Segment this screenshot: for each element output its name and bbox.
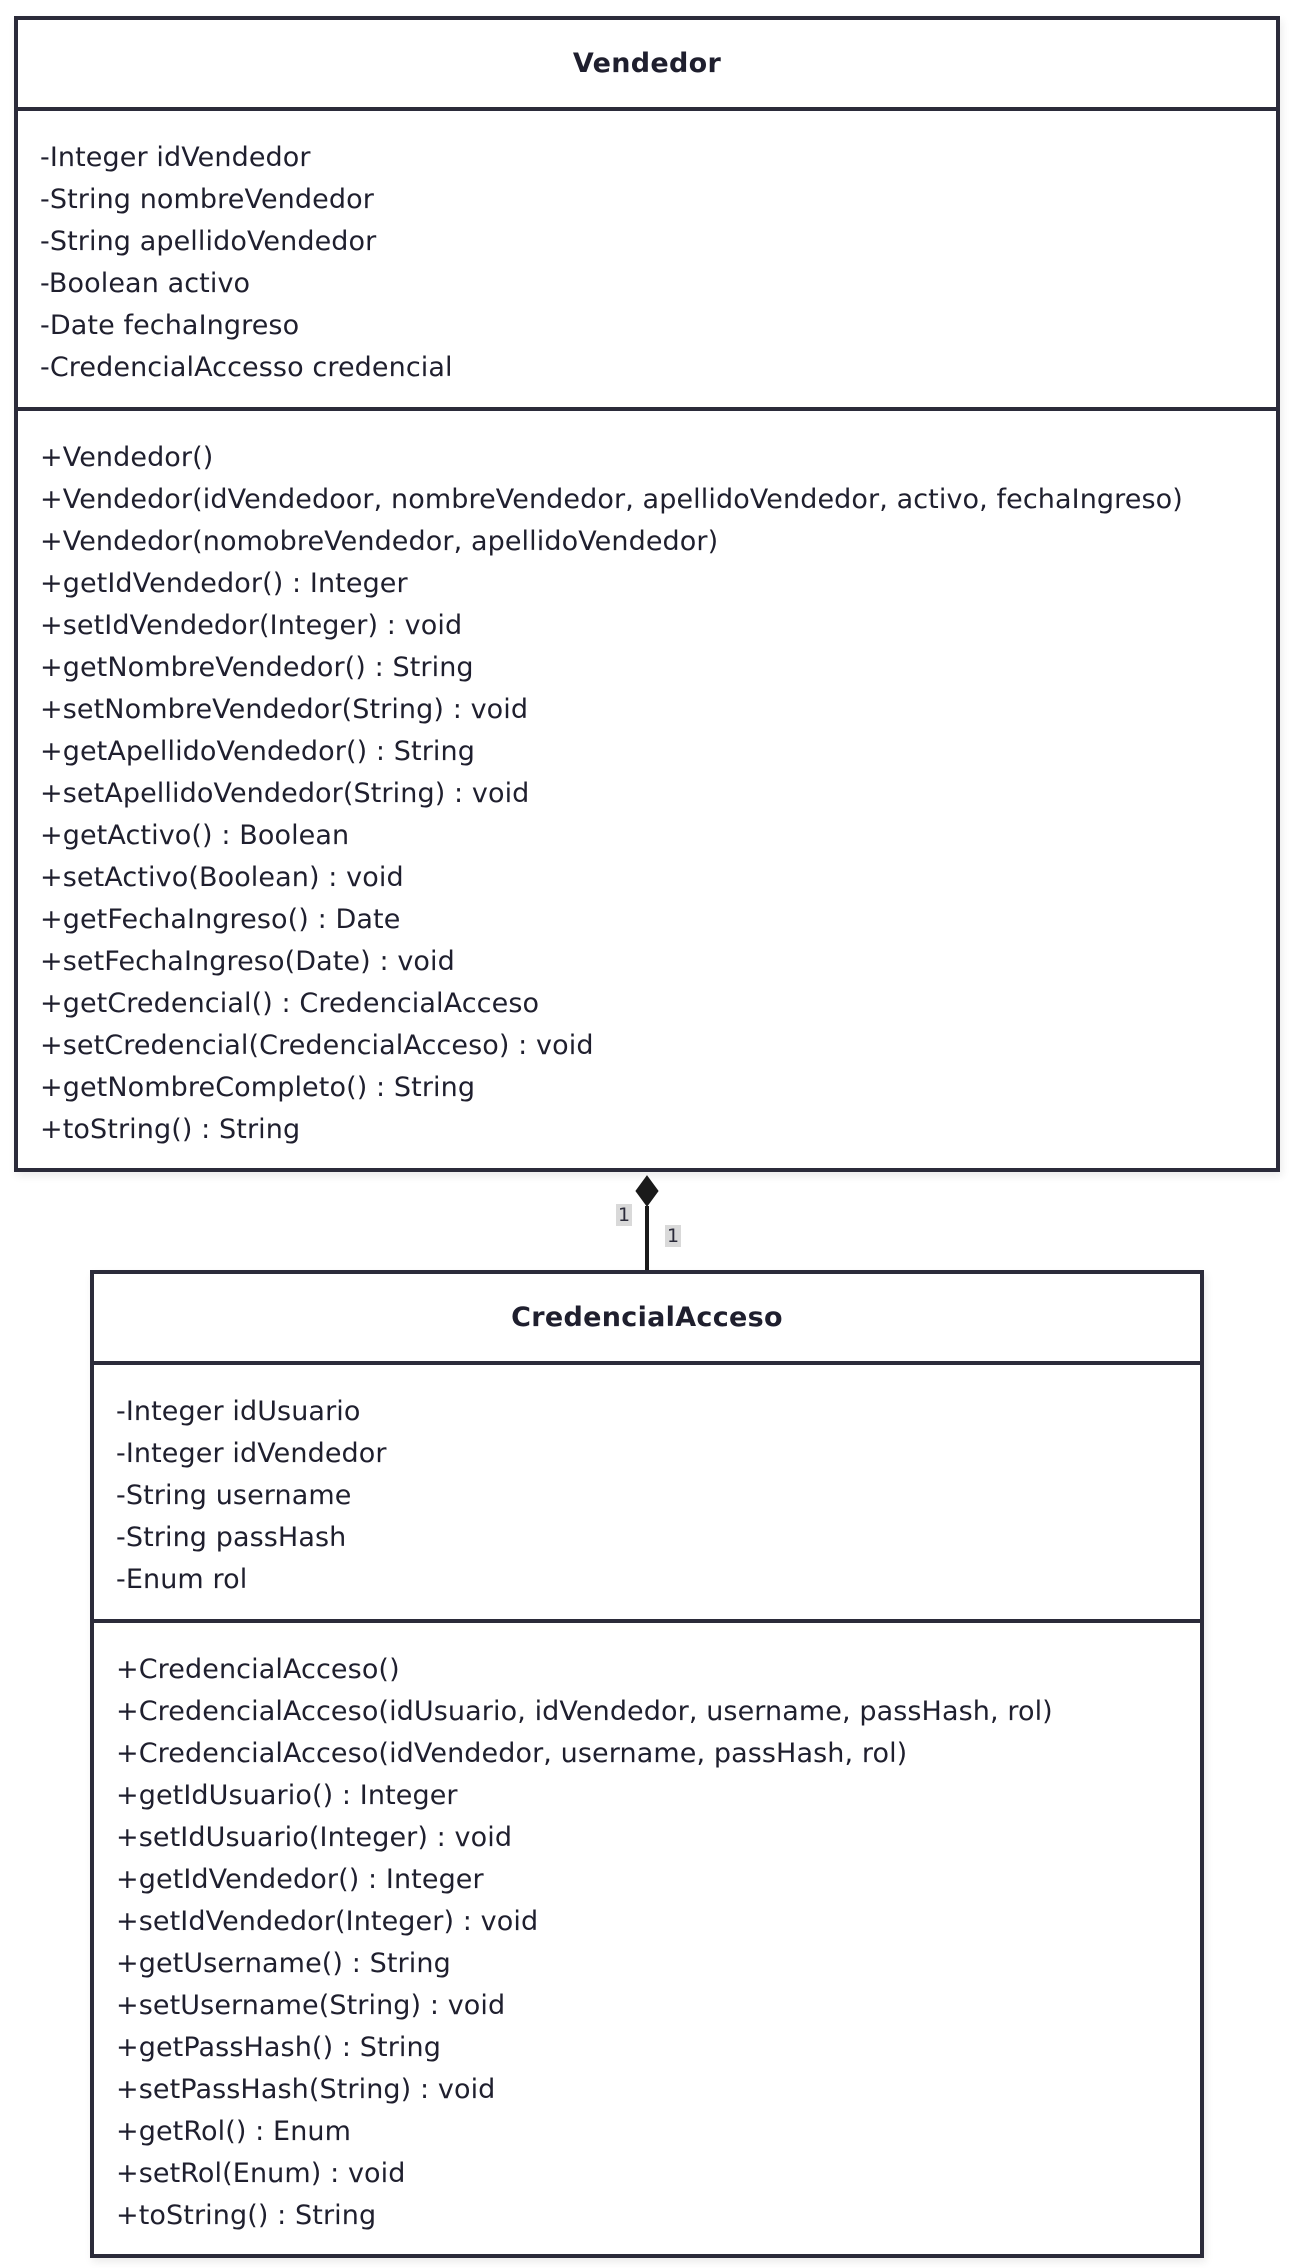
method: +getActivo() : Boolean [40,820,350,851]
attribute: -CredencialAccesso credencial [40,352,453,383]
method: +getPassHash() : String [116,2032,441,2063]
composition-connector[interactable] [0,0,1293,1275]
attributes-section: -Integer idVendedor -String nombreVended… [18,111,1276,411]
class-name: Vendedor [18,20,1276,111]
method: +toString() : String [116,2200,377,2231]
method: +getRol() : Enum [116,2116,352,2147]
method: +getCredencial() : CredencialAcceso [40,988,540,1019]
attribute: -Integer idVendedor [116,1438,387,1469]
method: +setNombreVendedor(String) : void [40,694,529,725]
method: +Vendedor(nomobreVendedor, apellidoVende… [40,526,719,557]
class-name: CredencialAcceso [94,1274,1200,1365]
attribute: -Enum rol [116,1564,248,1595]
composition-diamond-icon [635,1175,659,1207]
attribute: -String nombreVendedor [40,184,374,215]
multiplicity-whole-label: 1 [616,1204,633,1226]
method: +CredencialAcceso(idVendedor, username, … [116,1738,908,1769]
method: +getUsername() : String [116,1948,451,1979]
method: +getNombreCompleto() : String [40,1072,476,1103]
attribute: -Boolean activo [40,268,251,299]
method: +setFechaIngreso(Date) : void [40,946,455,977]
method: +getIdVendedor() : Integer [40,568,408,599]
method: +setCredencial(CredencialAcceso) : void [40,1030,594,1061]
methods-section: +CredencialAcceso() +CredencialAcceso(id… [94,1623,1200,2237]
attribute: -Date fechaIngreso [40,310,300,341]
method: +setApellidoVendedor(String) : void [40,778,530,809]
attribute: -Integer idVendedor [40,142,311,173]
method: +getNombreVendedor() : String [40,652,474,683]
method: +getIdUsuario() : Integer [116,1780,458,1811]
attributes-section: -Integer idUsuario -Integer idVendedor -… [94,1365,1200,1623]
method: +setUsername(String) : void [116,1990,506,2021]
method: +getFechaIngreso() : Date [40,904,401,935]
method: +CredencialAcceso() [116,1654,400,1685]
method: +Vendedor() [40,442,214,473]
methods-section: +Vendedor() +Vendedor(idVendedoor, nombr… [18,411,1276,1151]
method: +setIdUsuario(Integer) : void [116,1822,513,1853]
method: +setActivo(Boolean) : void [40,862,404,893]
attribute: -Integer idUsuario [116,1396,361,1427]
method: +getApellidoVendedor() : String [40,736,475,767]
method: +toString() : String [40,1114,301,1145]
method: +getIdVendedor() : Integer [116,1864,484,1895]
class-credencial-acceso[interactable]: CredencialAcceso -Integer idUsuario -Int… [90,1270,1204,2258]
method: +setIdVendedor(Integer) : void [116,1906,539,1937]
method: +setRol(Enum) : void [116,2158,406,2189]
attribute: -String username [116,1480,352,1511]
method: +CredencialAcceso(idUsuario, idVendedor,… [116,1696,1053,1727]
method: +setIdVendedor(Integer) : void [40,610,463,641]
multiplicity-part-label: 1 [665,1225,682,1247]
method: +setPassHash(String) : void [116,2074,496,2105]
class-vendedor[interactable]: Vendedor -Integer idVendedor -String nom… [14,16,1280,1172]
attribute: -String passHash [116,1522,347,1553]
attribute: -String apellidoVendedor [40,226,377,257]
method: +Vendedor(idVendedoor, nombreVendedor, a… [40,484,1183,515]
